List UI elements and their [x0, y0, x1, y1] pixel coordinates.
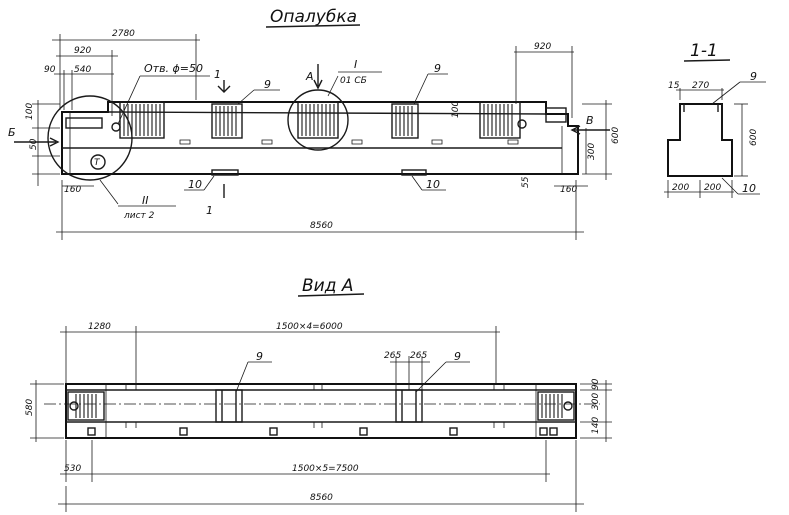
view-a-dim-span-top: 1500×4=6000 [276, 322, 343, 332]
hatch-block-2 [211, 103, 243, 139]
view-a-dim-265-b: 265 [410, 351, 427, 361]
detail-ii-label: II [142, 194, 149, 207]
detail-t-label: Т [94, 158, 101, 168]
dim-160: 160 [64, 185, 81, 195]
svg-text:Вид А: Вид А [302, 276, 354, 296]
hatch-block-4 [391, 103, 419, 139]
section-dim-600: 600 [749, 129, 759, 146]
dim-600: 600 [611, 127, 621, 144]
dim-2780: 2780 [112, 29, 135, 39]
dim-90: 90 [44, 65, 56, 75]
leader-10-b: 10 [426, 178, 440, 191]
svg-text:1-1: 1-1 [690, 41, 718, 61]
dim-100-left: 100 [25, 103, 35, 120]
leader-9-b: 9 [434, 62, 441, 75]
section-dim-200-b: 200 [704, 183, 721, 193]
view-a-dim-span-bottom: 1500×5=7500 [292, 464, 359, 474]
hole-right [517, 119, 527, 129]
view-a-marker: А [305, 70, 314, 83]
dim-920-right: 920 [534, 42, 551, 52]
view-a-dim-265-a: 265 [384, 351, 401, 361]
dim-300: 300 [587, 143, 597, 160]
hatch-block-left [119, 101, 165, 139]
formwork-elevation: Т 1 1 А I 01 СБ 9 9 10 10 Отв. ϕ=50 [8, 29, 621, 240]
hole-note: Отв. ϕ=50 [144, 62, 203, 75]
hatch-block-center [297, 101, 339, 139]
section-mark-bottom: 1 [206, 204, 213, 217]
section-leader-10: 10 [742, 182, 756, 195]
dim-8560-top: 8560 [310, 221, 333, 231]
view-a-end-right [537, 391, 575, 421]
bearing-pad-right [401, 169, 427, 176]
view-a-dim-1280: 1280 [88, 322, 111, 332]
dim-50: 50 [29, 138, 39, 150]
section-leader-9: 9 [750, 70, 757, 83]
title-section-1-1: 1-1 [683, 41, 731, 62]
view-a-dim-530: 530 [64, 464, 81, 474]
detail-circle-ii [47, 95, 133, 181]
section-dim-200-a: 200 [672, 183, 689, 193]
dim-160-right: 160 [560, 185, 577, 195]
dim-100-mid: 100 [451, 101, 461, 118]
dim-55: 55 [521, 176, 531, 188]
title-formwork: Опалубка [265, 7, 361, 28]
dim-540: 540 [74, 65, 91, 75]
detail-t-circle [90, 154, 106, 170]
arrow-v-label: В [586, 114, 594, 127]
view-a-part-9-left [215, 389, 243, 423]
hole-left [111, 122, 121, 132]
view-a-leader-9-b: 9 [454, 350, 461, 363]
view-a-dim-90: 90 [591, 378, 601, 390]
dim-15: 15 [668, 81, 680, 91]
section-mark-top: 1 [214, 68, 221, 81]
detail-ii-sheet: лист 2 [123, 211, 155, 221]
view-a-dim-140: 140 [591, 417, 601, 434]
hatch-block-right [479, 101, 521, 139]
section-1-1: 15 270 9 600 200 200 10 [664, 70, 766, 198]
title-view-a: Вид А [297, 276, 365, 297]
leader-9-a: 9 [264, 78, 271, 91]
detail-i-label: I [354, 58, 357, 71]
view-a-end-left [67, 391, 105, 421]
arrow-b-label: Б [8, 126, 16, 139]
view-a-bottom-squares [87, 427, 558, 436]
detail-circle-i [287, 89, 349, 151]
bearing-pad-left [211, 169, 239, 176]
view-a-dim-580: 580 [25, 399, 35, 416]
dim-270: 270 [692, 81, 709, 91]
detail-i-ref: 01 СБ [340, 76, 367, 86]
view-a-dim-8560: 8560 [310, 493, 333, 503]
dim-920-left: 920 [74, 46, 91, 56]
view-a-leader-9-a: 9 [256, 350, 263, 363]
leader-10-a: 10 [188, 178, 202, 191]
view-a-plan: 1280 1500×4=6000 265 265 9 9 580 90 300 … [25, 322, 612, 512]
view-a-dim-300: 300 [591, 393, 601, 410]
svg-text:Опалубка: Опалубка [270, 7, 357, 27]
view-a-part-9-right [395, 389, 423, 423]
